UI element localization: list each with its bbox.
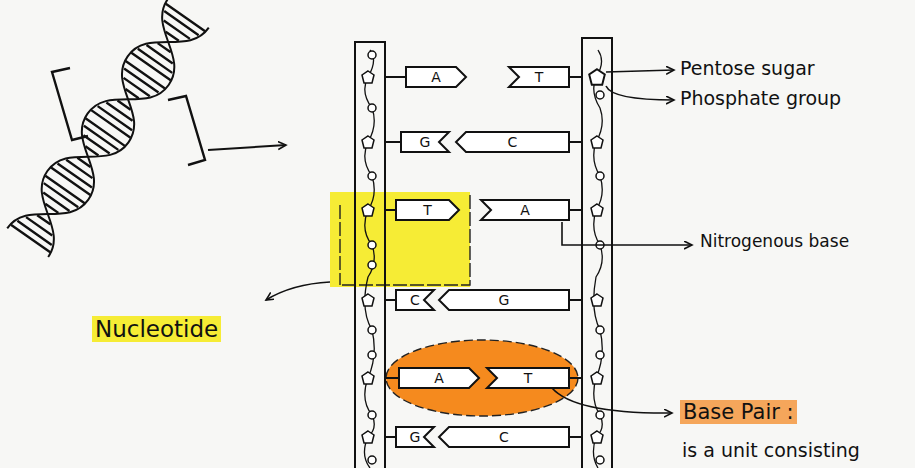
note-text: is a unit consisting xyxy=(682,440,860,462)
base-letter: C xyxy=(499,429,509,445)
leader-line xyxy=(606,86,674,100)
leader-line xyxy=(266,282,330,300)
base-shape xyxy=(396,427,434,447)
nucleotide-outline xyxy=(340,195,470,285)
backbone-strand xyxy=(582,38,612,468)
base-shape xyxy=(396,200,459,220)
base-letter: T xyxy=(535,69,544,85)
nitrogen-base: C xyxy=(438,426,570,448)
pointer-arrow xyxy=(208,145,286,150)
nitrogen-base: A xyxy=(398,367,480,389)
bracket xyxy=(168,96,205,165)
base-shape xyxy=(401,132,449,152)
base-shape xyxy=(456,132,569,152)
base-letter: T xyxy=(524,370,533,386)
term-label: Base Pair : xyxy=(680,400,797,424)
base-letter: C xyxy=(410,292,420,308)
nitrogen-base: T xyxy=(486,367,570,389)
nitrogen-base: G xyxy=(438,289,570,311)
base-shape xyxy=(439,290,569,310)
phosphate-symbols xyxy=(368,51,604,464)
part-label: Phosphate group xyxy=(680,88,841,110)
base-shape xyxy=(481,200,569,220)
leader-line xyxy=(552,388,672,413)
base-letter: G xyxy=(420,134,431,150)
part-label: Nitrogenous base xyxy=(700,232,849,252)
base-shape xyxy=(406,67,466,87)
nucleotide-highlight xyxy=(330,192,470,287)
base-pair-highlight xyxy=(386,340,578,416)
part-label: Pentose sugar xyxy=(680,58,815,80)
stub-line xyxy=(385,77,582,437)
base-letter: A xyxy=(431,69,441,85)
base-shape xyxy=(396,290,434,310)
double-helix xyxy=(7,0,209,257)
base-letter: T xyxy=(423,202,432,218)
term-label: Nucleotide xyxy=(92,316,221,342)
base-shape xyxy=(509,67,569,87)
base-shape xyxy=(439,427,569,447)
nitrogen-base: T xyxy=(508,66,570,88)
backbone-line xyxy=(593,50,602,468)
nitrogen-base: T xyxy=(395,199,460,221)
backbone-line xyxy=(364,50,374,468)
nitrogen-base: C xyxy=(395,289,435,311)
nitrogen-base: A xyxy=(480,199,570,221)
base-letter: G xyxy=(499,292,510,308)
leader-line xyxy=(606,70,674,72)
nitrogen-base: G xyxy=(400,131,450,153)
leader-line xyxy=(562,222,692,245)
base-letter: C xyxy=(508,134,518,150)
base-shape xyxy=(399,368,479,388)
base-letter: A xyxy=(434,370,444,386)
nitrogen-base: C xyxy=(455,131,570,153)
base-shape xyxy=(487,368,569,388)
base-letter: A xyxy=(520,202,530,218)
bracket xyxy=(52,68,88,140)
sugar-symbols xyxy=(362,69,605,443)
base-letter: G xyxy=(410,429,421,445)
nitrogen-base: G xyxy=(395,426,435,448)
nitrogen-base: A xyxy=(405,66,467,88)
backbone-strand xyxy=(355,42,385,468)
